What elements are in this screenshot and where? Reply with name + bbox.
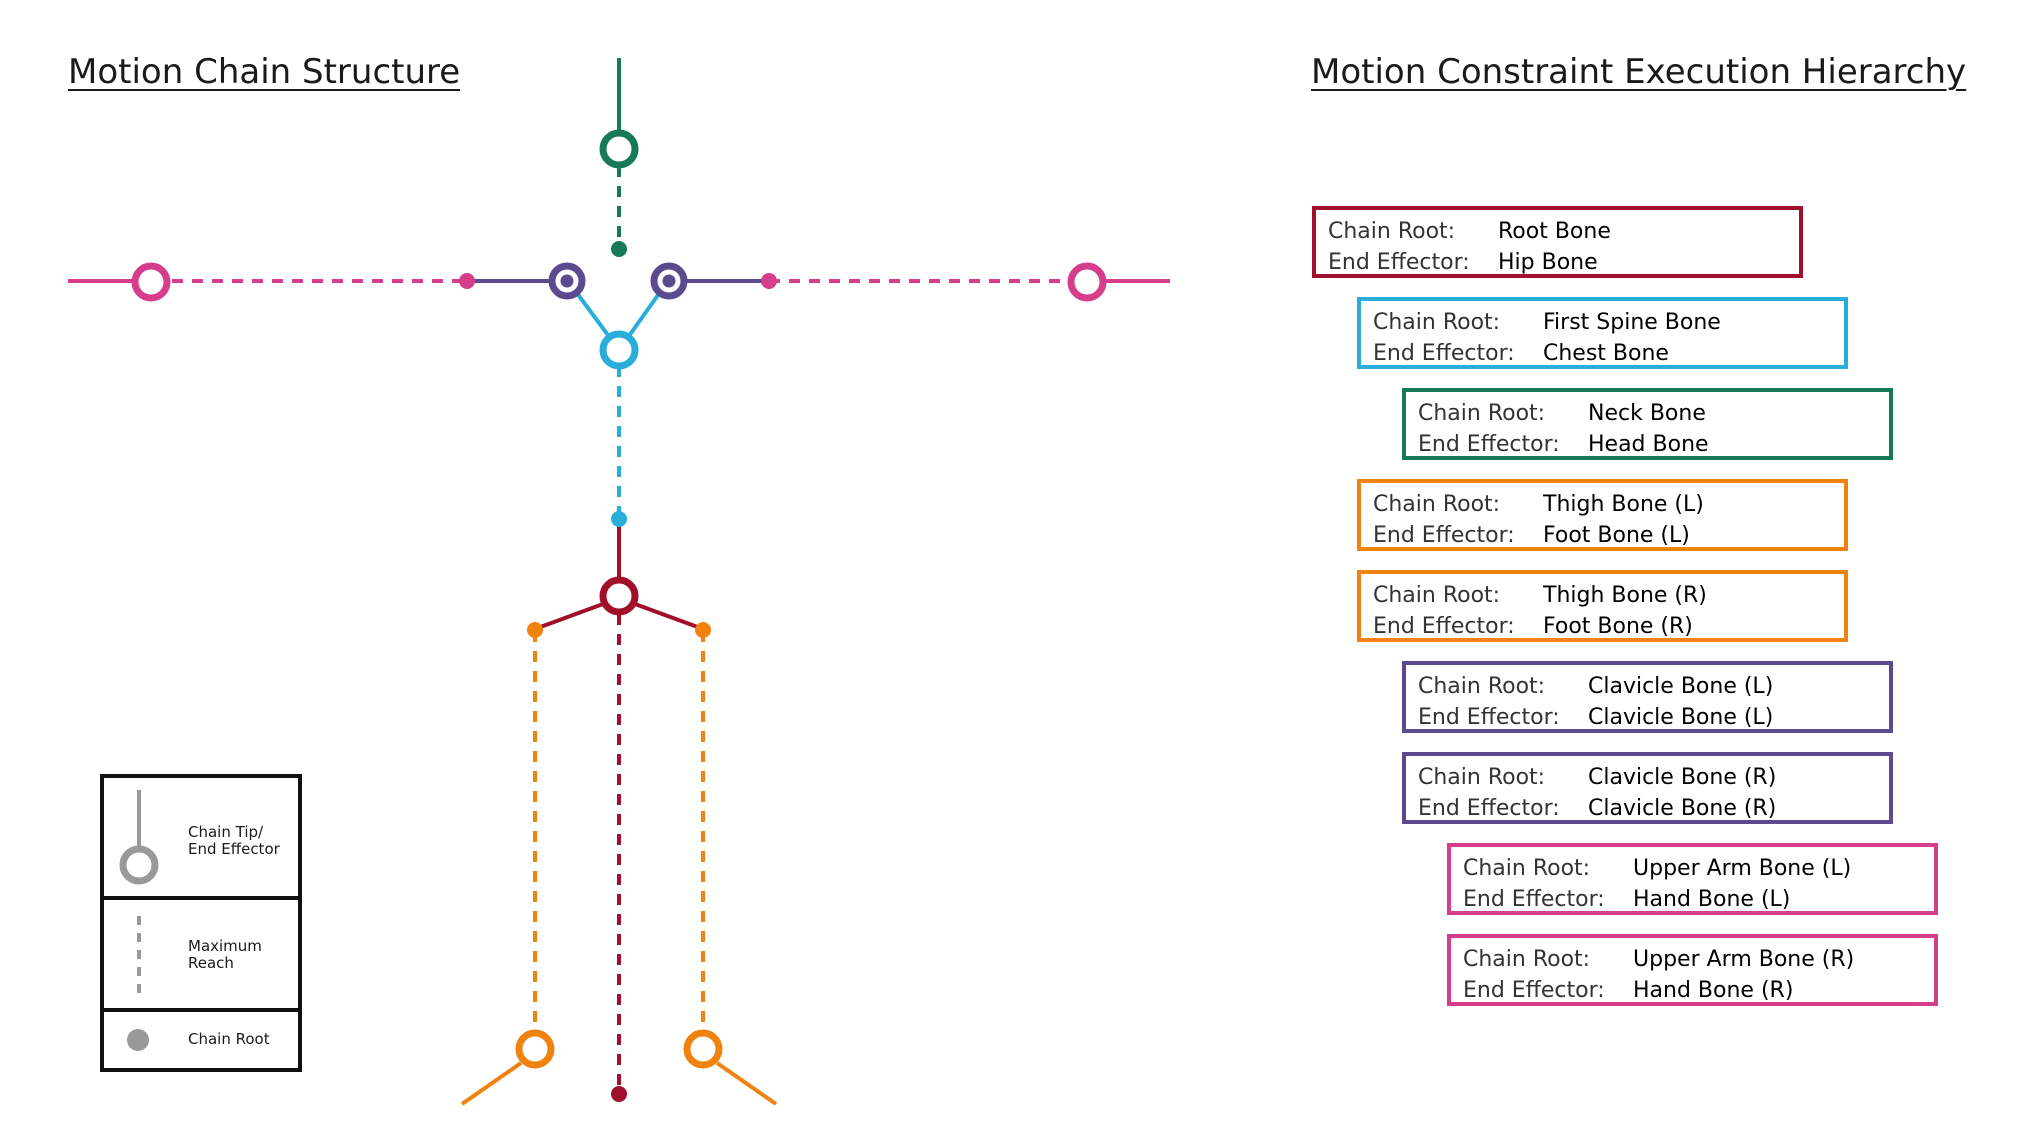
end-effector-value: Hip Bone — [1498, 250, 1598, 275]
chain-root-row: Chain Root: Root Bone — [1328, 216, 1799, 247]
end-effector-key: End Effector: — [1373, 341, 1515, 366]
hip-left-branch — [534, 602, 604, 631]
root-dot-icon — [127, 1029, 149, 1051]
chest-end-effector — [599, 330, 639, 370]
end-effector-key: End Effector: — [1328, 250, 1470, 275]
chain-root-value: Thigh Bone (L) — [1543, 492, 1704, 517]
end-effector-row: End Effector: Clavicle Bone (L) — [1418, 702, 1889, 733]
end-effector-value: Clavicle Bone (R) — [1588, 796, 1777, 821]
end-effector-key: End Effector: — [1373, 614, 1515, 639]
hip-right-branch — [634, 602, 704, 631]
arm-right-chain-root — [761, 273, 777, 289]
hierarchy-box: Chain Root:Clavicle Bone (L)End Effector… — [1402, 661, 1893, 733]
chain-root-row: Chain Root: Clavicle Bone (R) — [1418, 762, 1889, 793]
dashed-line-icon — [137, 916, 141, 996]
chain-root-row: Chain Root: Thigh Bone (L) — [1373, 489, 1844, 520]
execution-hierarchy-title: Motion Constraint Execution Hierarchy — [1311, 52, 1967, 92]
end-effector-value: Head Bone — [1588, 432, 1709, 457]
end-effector-row: End Effector: Hand Bone (R) — [1463, 975, 1934, 1006]
chain-root-row: Chain Root: Thigh Bone (R) — [1373, 580, 1844, 611]
legend-root-label: Chain Root — [188, 1030, 270, 1048]
end-effector-symbol-icon — [119, 790, 159, 885]
end-effector-row: End Effector: Foot Bone (L) — [1373, 520, 1844, 551]
chain-root-value: Thigh Bone (R) — [1543, 583, 1707, 608]
chain-root-value: Clavicle Bone (R) — [1588, 765, 1777, 790]
end-effector-value: Foot Bone (R) — [1543, 614, 1693, 639]
hierarchy-box: Chain Root: Upper Arm Bone (L) End Effecto… — [1447, 843, 1938, 915]
hand-right-end-effector — [1067, 262, 1107, 302]
legend: Chain Tip/ End Effector Maximum Reach Ch… — [100, 774, 302, 1072]
legend-tip-row: Chain Tip/ End Effector — [104, 778, 298, 900]
end-effector-value: Chest Bone — [1543, 341, 1669, 366]
chain-structure-title: Motion Chain Structure — [68, 52, 461, 92]
legend-reach-label: Maximum Reach — [188, 937, 262, 972]
chain-root-value: First Spine Bone — [1543, 310, 1721, 335]
hand-left-end-effector — [131, 262, 171, 302]
end-effector-row: End Effector: Foot Bone (R) — [1373, 611, 1844, 642]
chain-root-key: Chain Root: — [1373, 310, 1501, 335]
end-effector-row: End Effector: Head Bone — [1418, 429, 1889, 460]
end-effector-key: End Effector: — [1418, 432, 1560, 457]
end-effector-row: End Effector: Clavicle Bone (R) — [1418, 793, 1889, 824]
chain-root-key: Chain Root: — [1418, 674, 1546, 699]
hierarchy-box: Chain Root: Upper Arm Bone (R) End Effecto… — [1447, 934, 1938, 1006]
chain-root-value: Root Bone — [1498, 219, 1611, 244]
legend-root-row: Chain Root — [104, 1012, 298, 1068]
foot-left-tip-line — [460, 1061, 523, 1106]
chain-root-row: Chain Root: First Spine Bone — [1373, 307, 1844, 338]
legend-tip-label: Chain Tip/ End Effector — [188, 823, 280, 858]
end-effector-row: End Effector: Hip Bone — [1328, 247, 1799, 278]
chain-root-key: Chain Root: — [1463, 947, 1591, 972]
chain-root-key: Chain Root: — [1373, 492, 1501, 517]
chain-root-value: Upper Arm Bone (R) — [1633, 947, 1855, 972]
end-effector-key: End Effector: — [1463, 887, 1605, 912]
head-end-effector — [599, 129, 639, 169]
chain-root-value: Upper Arm Bone (L) — [1633, 856, 1852, 881]
chain-root-row: Chain Root: Clavicle Bone (L) — [1418, 671, 1889, 702]
chain-root-value: Clavicle Bone (L) — [1588, 674, 1774, 699]
chain-root-key: Chain Root: — [1373, 583, 1501, 608]
clavicle-right-end-effector-center — [662, 274, 676, 288]
hierarchy-box: Chain Root: Thigh Bone (L) End Effector: Fo… — [1357, 479, 1848, 551]
foot-right-end-effector — [683, 1029, 723, 1069]
spine-chain-root — [611, 511, 627, 527]
neck-chain-root — [611, 241, 627, 257]
chain-root-key: Chain Root: — [1418, 401, 1546, 426]
end-effector-value: Hand Bone (L) — [1633, 887, 1791, 912]
arm-left-chain-root — [459, 273, 475, 289]
chain-root-key: Chain Root: — [1328, 219, 1456, 244]
chain-root-row: Chain Root: Neck Bone — [1418, 398, 1889, 429]
chain-root-value: Neck Bone — [1588, 401, 1706, 426]
end-effector-key: End Effector: — [1373, 523, 1515, 548]
root-chain-root — [611, 1086, 627, 1102]
end-effector-key: End Effector: — [1418, 705, 1560, 730]
legend-reach-row: Maximum Reach — [104, 900, 298, 1012]
end-effector-key: End Effector: — [1463, 978, 1605, 1003]
chain-root-row: Chain Root: Upper Arm Bone (L) — [1463, 853, 1934, 884]
end-effector-row: End Effector: Hand Bone (L) — [1463, 884, 1934, 915]
chain-root-key: Chain Root: — [1463, 856, 1591, 881]
foot-right-tip-line — [715, 1061, 778, 1106]
hierarchy-box: Chain Root: Thigh Bone (R) End Effector: Fo… — [1357, 570, 1848, 642]
chain-root-key: Chain Root: — [1418, 765, 1546, 790]
end-effector-row: End Effector: Chest Bone — [1373, 338, 1844, 369]
end-effector-value: Hand Bone (R) — [1633, 978, 1794, 1003]
thigh-left-chain-root — [527, 622, 543, 638]
end-effector-key: End Effector: — [1418, 796, 1560, 821]
chain-root-row: Chain Root: Upper Arm Bone (R) — [1463, 944, 1934, 975]
end-effector-value: Clavicle Bone (L) — [1588, 705, 1774, 730]
thigh-right-chain-root — [695, 622, 711, 638]
hip-end-effector — [599, 576, 639, 616]
end-effector-value: Foot Bone (L) — [1543, 523, 1690, 548]
hierarchy-box: Chain Root:Clavicle Bone (R)End Effector… — [1402, 752, 1893, 824]
clavicle-left-end-effector-center — [560, 274, 574, 288]
foot-left-end-effector — [515, 1029, 555, 1069]
